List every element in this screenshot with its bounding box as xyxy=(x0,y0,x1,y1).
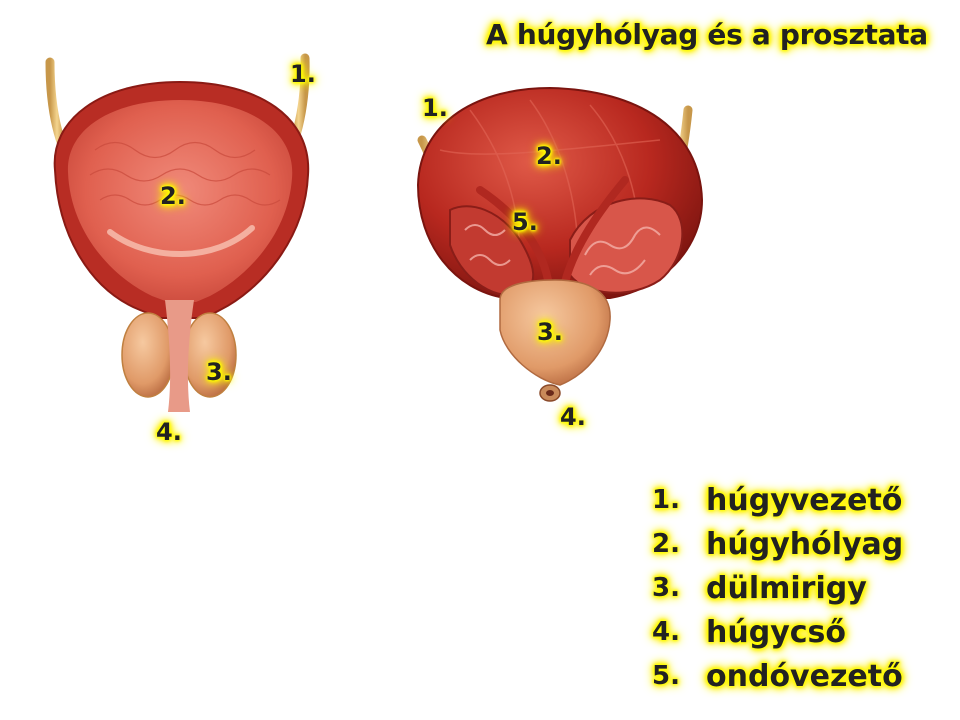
prostate-gland xyxy=(499,279,611,386)
bladder-lumen xyxy=(67,100,293,302)
legend-item: 3. dülmirigy xyxy=(652,566,903,610)
legend-item: 2. húgyhólyag xyxy=(652,522,903,566)
legend-number: 3. xyxy=(652,573,680,603)
legend-number: 5. xyxy=(652,661,680,691)
legend-text: húgycső xyxy=(706,614,846,650)
legend-item: 1. húgyvezető xyxy=(652,478,903,522)
right-label-2: 2. xyxy=(536,142,562,170)
right-label-5: 5. xyxy=(512,208,538,236)
left-label-2: 2. xyxy=(160,182,186,210)
right-label-4: 4. xyxy=(560,403,586,431)
left-seminal-vesicle xyxy=(449,205,535,297)
left-label-1: 1. xyxy=(290,60,316,88)
legend-text: ondóvezető xyxy=(706,658,903,694)
trigone xyxy=(107,225,255,257)
bladder-external-view xyxy=(416,86,704,402)
right-label-1: 1. xyxy=(422,94,448,122)
left-label-4: 4. xyxy=(156,418,182,446)
right-label-3: 3. xyxy=(537,318,563,346)
legend-item: 4. húgycső xyxy=(652,610,903,654)
urethra xyxy=(165,300,194,412)
legend: 1. húgyvezető 2. húgyhólyag 3. dülmirigy… xyxy=(652,478,903,698)
left-label-3: 3. xyxy=(206,358,232,386)
legend-number: 1. xyxy=(652,485,680,515)
legend-number: 2. xyxy=(652,529,680,559)
page-title: A húgyhólyag és a prosztata xyxy=(486,18,928,51)
left-vas-deferens xyxy=(476,186,552,284)
legend-text: dülmirigy xyxy=(706,570,867,606)
prostate-left-lobe xyxy=(121,312,175,398)
right-vas-deferens xyxy=(561,176,629,286)
legend-text: húgyhólyag xyxy=(706,526,904,562)
legend-text: húgyvezető xyxy=(706,482,903,518)
legend-number: 4. xyxy=(652,617,680,647)
legend-item: 5. ondóvezető xyxy=(652,654,903,698)
bladder-cross-section xyxy=(45,53,310,412)
